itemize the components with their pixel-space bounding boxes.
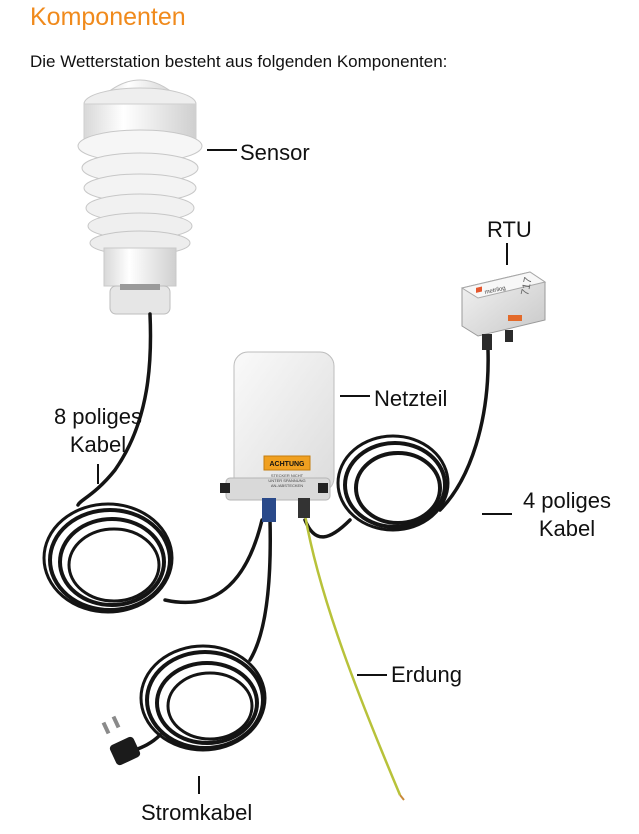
cable4-label: 4 poliges Kabel — [513, 487, 621, 543]
warning-line-2: UNTER SPANNUNG — [268, 478, 305, 483]
rtu-brand: metrilog — [484, 286, 506, 296]
cable4-label-line-2: Kabel — [538, 516, 596, 541]
cable4-label-line-1: 4 poliges — [522, 488, 612, 513]
rtu-model: 717 — [519, 276, 535, 296]
rtu-leader-line — [506, 243, 508, 265]
cable4-leader-line — [482, 513, 512, 515]
ground-wire-tip — [399, 794, 405, 801]
power-plug — [101, 715, 141, 766]
ground-wire — [303, 514, 402, 796]
sensor-leader-line — [207, 149, 237, 151]
netzteil-device: ACHTUNG STECKER NICHT UNTER SPANNUNG AN-… — [220, 351, 335, 522]
erdung-label: Erdung — [391, 662, 462, 687]
warning-title: ACHTUNG — [270, 461, 306, 468]
cable8-leader-line — [97, 464, 99, 484]
erdung-leader-line — [357, 674, 387, 676]
cable8-label: 8 poliges Kabel — [48, 403, 148, 459]
stromkabel-leader-line — [198, 776, 200, 794]
cables — [42, 312, 490, 754]
rtu-label: RTU — [487, 217, 532, 242]
sensor-device — [77, 79, 203, 315]
netzteil-label: Netzteil — [374, 386, 448, 411]
netzteil-leader-line — [340, 395, 370, 397]
cable8-label-line-1: 8 poliges — [53, 404, 143, 429]
page-title: Komponenten — [30, 3, 186, 31]
warning-line-1: STECKER NICHT — [271, 473, 304, 478]
warning-line-3: AN-/ABSTECKEN — [271, 483, 303, 488]
sensor-label: Sensor — [240, 140, 310, 165]
intro-text: Die Wetterstation besteht aus folgenden … — [30, 52, 448, 71]
stromkabel-label: Stromkabel — [141, 800, 253, 825]
rtu-device: metrilog 717 — [460, 271, 547, 350]
cable8-label-line-2: Kabel — [69, 432, 127, 457]
